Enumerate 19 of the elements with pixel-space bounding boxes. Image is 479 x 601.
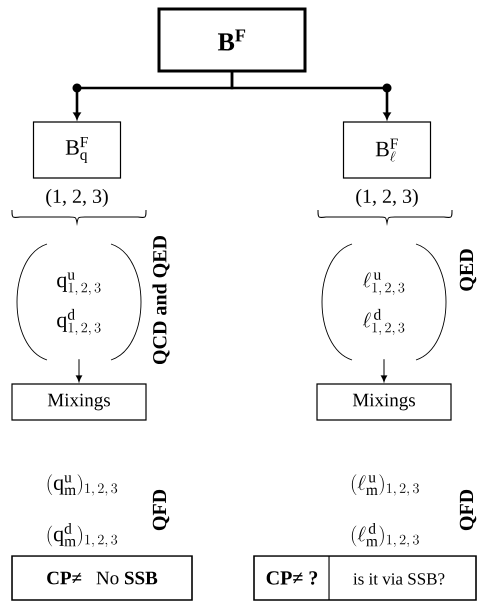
arrow bbox=[380, 358, 388, 382]
bracketed-pair: $\mathrm{q}^{\mathrm{u}}_{1,\,2,\,3}$ $\mathrm{q}^{\mathrm{d}}_{1,\,2,\,3}$ bbox=[16, 244, 142, 360]
result-box: CP≠ ? is it via SSB? bbox=[253, 555, 477, 601]
index-label: (1, 2, 3) bbox=[46, 188, 108, 208]
box: $\mathbf{B}^{\mathbf{F}}$ bbox=[158, 8, 306, 72]
box: $\mathrm{B}^{\mathrm{F}}_{\mathrm{q}}$ bbox=[32, 121, 122, 179]
arrow bbox=[230, 72, 392, 120]
box: Mixings bbox=[316, 383, 452, 421]
vertical-label: QFD bbox=[152, 490, 170, 530]
vertical-label: QFD bbox=[460, 490, 476, 530]
box: Mixings bbox=[11, 383, 147, 421]
bracketed-pair: $\ell^{\,\mathrm{u}}_{1,\,2,\,3}$ $\ell^{\,\mathrm{d}}_{1,\,2,\,3}$ bbox=[322, 244, 446, 360]
result-box: CP≠ No SSB bbox=[11, 555, 193, 601]
index-label: (1, 2, 3) bbox=[356, 188, 418, 208]
arrow bbox=[76, 358, 82, 382]
formula: $(\mathrm{q}^{\mathrm{u}}_{\mathrm{m}})_{1,\,2,\,3}$ bbox=[48, 474, 118, 496]
formula: $(\ell^{\,\mathrm{u}}_{\mathrm{m}})_{1,\,2,\,3}$ bbox=[352, 474, 419, 496]
vertical-label: QCD and QED bbox=[152, 236, 170, 364]
box: $\mathrm{B}^{\mathrm{F}}_{\ell}$ bbox=[342, 121, 432, 179]
